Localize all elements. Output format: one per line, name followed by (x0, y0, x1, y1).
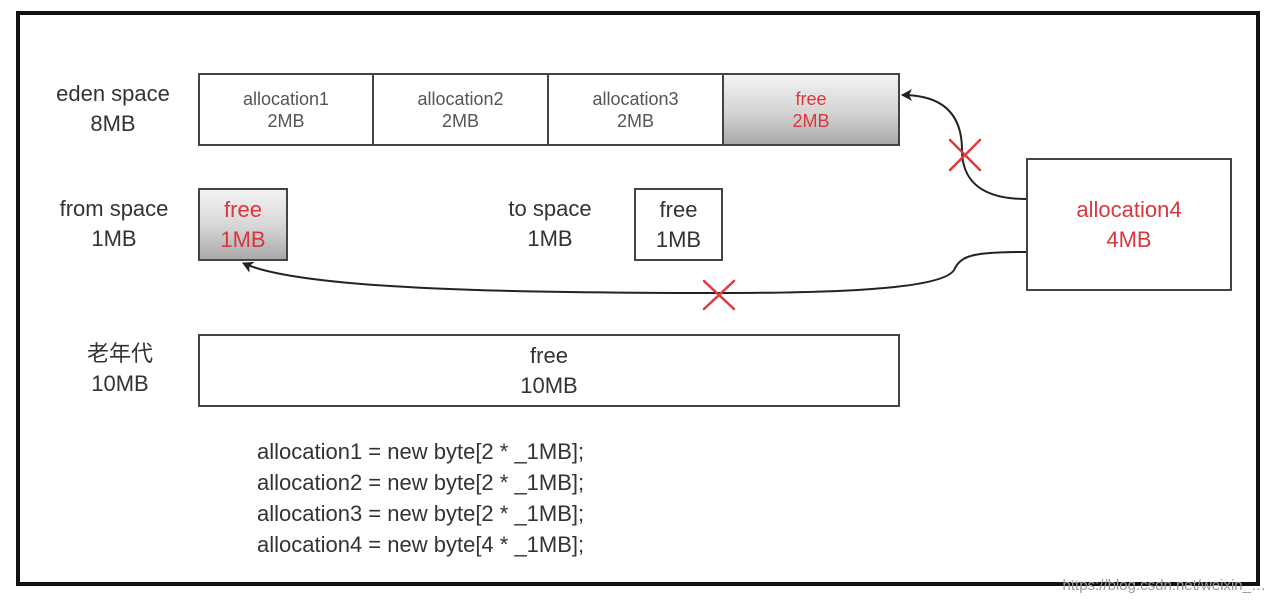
from-space-label: from space 1MB (40, 194, 188, 254)
old-gen-title: 老年代 (86, 341, 153, 366)
diagram-frame (16, 11, 1260, 586)
eden-cell-allocation3: allocation3 2MB (547, 73, 724, 146)
to-space-title: to space (508, 196, 592, 221)
from-space-title: from space (59, 196, 169, 221)
to-space-box: free 1MB (634, 188, 723, 261)
eden-cell-size: 2MB (616, 110, 654, 131)
code-line: allocation1 = new byte[2 * _1MB]; (257, 439, 585, 464)
to-space-box-size: 1MB (655, 226, 702, 252)
from-space-box-name: free (224, 196, 262, 222)
cross-icon (948, 138, 982, 172)
old-gen-box-name: free (530, 342, 568, 368)
eden-cell-allocation1: allocation1 2MB (198, 73, 374, 146)
from-space-box: free 1MB (198, 188, 288, 261)
old-gen-box: free 10MB (198, 334, 900, 407)
eden-cell-free: free 2MB (722, 73, 900, 146)
code-line: allocation4 = new byte[4 * _1MB]; (257, 532, 585, 557)
old-gen-size: 10MB (91, 371, 149, 396)
eden-cell-name: allocation2 (417, 88, 504, 109)
allocation4-box: allocation4 4MB (1026, 158, 1232, 291)
arrow-to-eden (901, 89, 1027, 200)
eden-cell-size: 2MB (441, 110, 479, 131)
code-line: allocation2 = new byte[2 * _1MB]; (257, 470, 585, 495)
eden-cell-allocation2: allocation2 2MB (372, 73, 549, 146)
eden-space-title: eden space (56, 81, 170, 106)
eden-cell-size: 2MB (267, 110, 305, 131)
eden-cell-name: free (795, 88, 827, 109)
eden-cell-name: allocation3 (592, 88, 679, 109)
eden-space-size: 8MB (90, 111, 136, 136)
eden-cell-name: allocation1 (242, 88, 330, 109)
to-space-label: to space 1MB (488, 194, 612, 254)
eden-space-label: eden space 8MB (38, 79, 188, 139)
from-space-box-size: 1MB (220, 226, 266, 252)
old-gen-box-size: 10MB (520, 372, 578, 398)
to-space-box-name: free (659, 196, 698, 222)
allocation4-name: allocation4 (1076, 196, 1182, 222)
code-line: allocation3 = new byte[2 * _1MB]; (257, 501, 585, 526)
from-space-size: 1MB (91, 226, 137, 251)
eden-cell-size: 2MB (792, 110, 830, 131)
code-block: allocation1 = new byte[2 * _1MB]; alloca… (257, 436, 584, 560)
cross-icon (702, 279, 736, 311)
arrow-to-from-space (242, 251, 1027, 295)
allocation4-size: 4MB (1106, 226, 1152, 252)
watermark: https://blog.csdn.net/weixin_… (1062, 577, 1266, 594)
old-gen-label: 老年代 10MB (50, 339, 190, 399)
to-space-size: 1MB (527, 226, 573, 251)
